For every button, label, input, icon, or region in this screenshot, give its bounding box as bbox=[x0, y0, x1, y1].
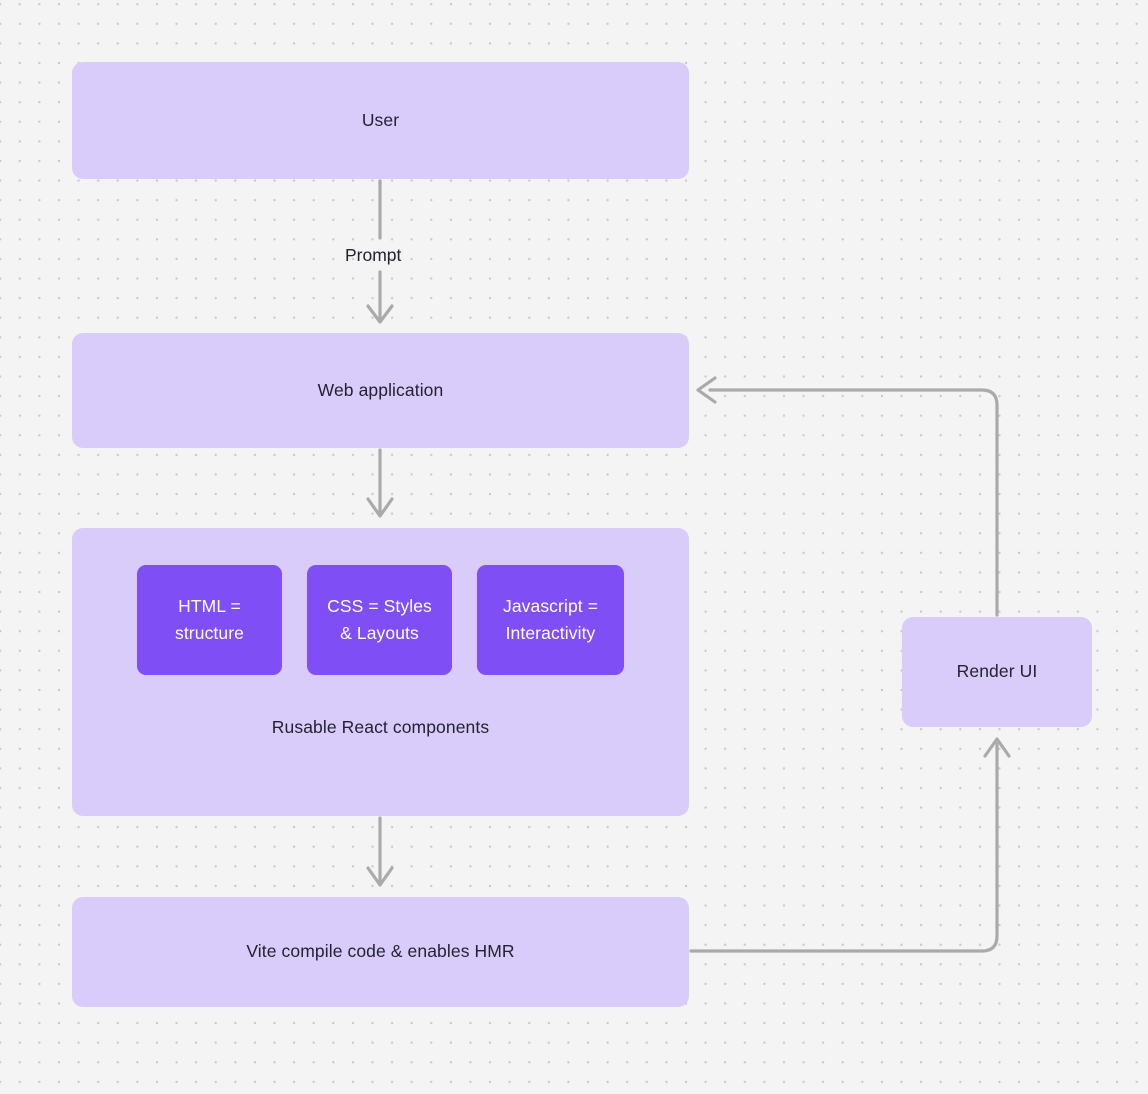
chip-html[interactable]: HTML = structure bbox=[137, 565, 282, 675]
node-user[interactable]: User bbox=[72, 62, 689, 179]
edge-render-to-webapp bbox=[696, 376, 999, 617]
chip-css-line2: & Layouts bbox=[340, 623, 419, 643]
node-user-label: User bbox=[361, 109, 400, 130]
node-vite[interactable]: Vite compile code & enables HMR bbox=[72, 897, 689, 1007]
edge-label-prompt: Prompt bbox=[345, 245, 402, 265]
edge-vite-to-render bbox=[689, 737, 1011, 953]
chip-html-line1: HTML = bbox=[178, 595, 241, 616]
chip-javascript-line1: Javascript = bbox=[502, 595, 599, 616]
node-vite-label: Vite compile code & enables HMR bbox=[246, 941, 515, 962]
chip-javascript-line2: Interactivity bbox=[505, 623, 596, 643]
edge-stack-to-vite bbox=[366, 816, 394, 887]
edge-webapp-to-stack bbox=[366, 448, 394, 518]
chip-html-line2: structure bbox=[175, 623, 244, 643]
chip-css-label: CSS = Styles & Layouts bbox=[327, 593, 432, 647]
node-web-application[interactable]: Web application bbox=[72, 333, 689, 448]
chip-javascript[interactable]: Javascript = Interactivity bbox=[477, 565, 624, 675]
react-components-inner: HTML = structure CSS = Styles & Layouts … bbox=[72, 528, 689, 816]
chip-css-line1: CSS = Styles bbox=[327, 595, 432, 616]
node-web-application-label: Web application bbox=[317, 379, 444, 400]
chip-javascript-label: Javascript = Interactivity bbox=[503, 593, 598, 647]
chip-css[interactable]: CSS = Styles & Layouts bbox=[307, 565, 452, 675]
node-render-ui-label: Render UI bbox=[956, 661, 1038, 682]
react-components-caption: Rusable React components bbox=[271, 717, 490, 737]
chip-html-label: HTML = structure bbox=[175, 593, 244, 647]
node-render-ui[interactable]: Render UI bbox=[902, 617, 1092, 727]
node-react-components-group[interactable]: HTML = structure CSS = Styles & Layouts … bbox=[72, 528, 689, 816]
edge-prompt-to-webapp bbox=[366, 270, 394, 324]
